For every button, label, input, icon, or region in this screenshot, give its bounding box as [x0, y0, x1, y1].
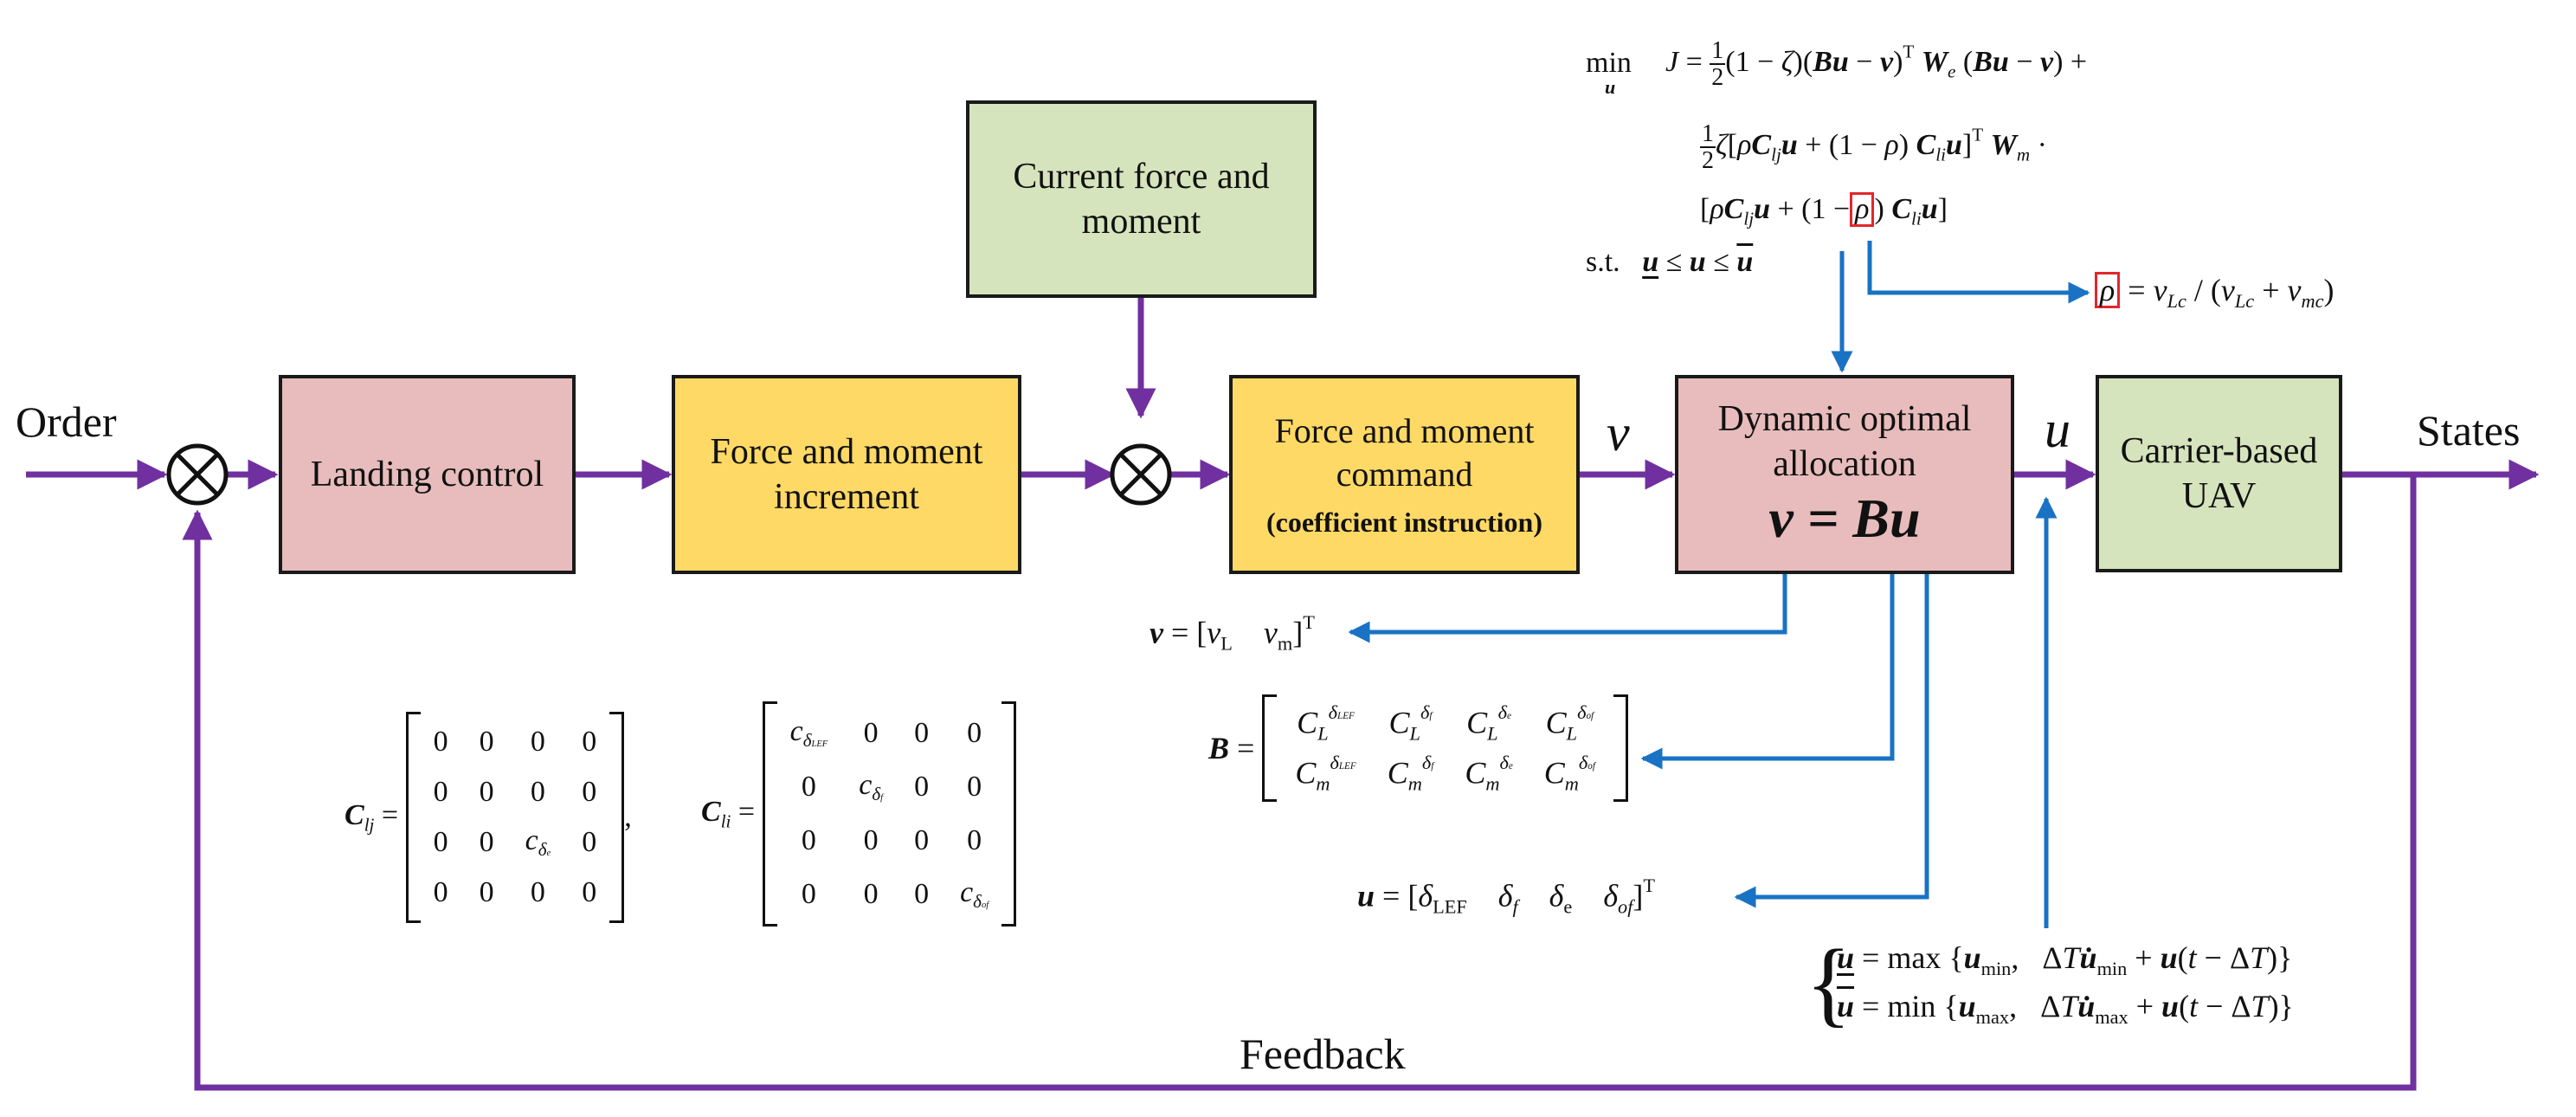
- uav-label-line2: UAV: [2181, 476, 2257, 516]
- v-signal-label: v: [1607, 404, 1630, 462]
- command-label-sub: (coefficient instruction): [1265, 507, 1542, 538]
- uav-label-line1: Carrier-based: [2120, 430, 2318, 471]
- v-definition-line: [1348, 571, 1787, 643]
- force-moment-command-block: Force and moment command (coefficient in…: [1229, 375, 1580, 574]
- states-label: States: [2417, 406, 2521, 455]
- command-label-line1: Force and moment: [1274, 411, 1535, 450]
- rho-definition-line: [1867, 241, 2090, 304]
- b-matrix-definition: B = CLδLEF CLδf CLδe CLδof CmδLEF Cmδf C…: [1208, 694, 1628, 802]
- order-label: Order: [16, 397, 117, 446]
- rho-highlight-box: ρ: [1850, 192, 1875, 227]
- u-definition-line: [1734, 558, 1929, 908]
- increment-label-line1: Force and moment: [710, 431, 983, 472]
- command-label-line2: command: [1336, 455, 1473, 494]
- carrier-based-uav-block: Carrier-based UAV: [2096, 375, 2342, 572]
- alloc-label-line2: allocation: [1773, 444, 1916, 484]
- increment-label-line2: increment: [774, 477, 919, 517]
- b-definition-line: [1640, 558, 1895, 770]
- annotation-lines: [1348, 241, 2090, 928]
- feedback-label: Feedback: [1240, 1030, 1406, 1078]
- force-moment-increment-block: Force and moment increment: [672, 375, 1021, 574]
- current-force-moment-block: Current force and moment: [966, 100, 1317, 298]
- u-vector-definition: u = [δLEF δf δe δof]T: [1357, 875, 1656, 918]
- rho-definition: ρ = vLc / (vLc + vmc): [2095, 272, 2334, 311]
- current-label-line1: Current force and: [1013, 156, 1270, 197]
- landing-control-block: Landing control: [279, 375, 576, 574]
- summing-junction-2: [1110, 443, 1172, 506]
- current-label-line2: moment: [1081, 202, 1201, 242]
- feedback-loop-line: [182, 475, 2417, 1091]
- alloc-equation: v = Bu: [1768, 487, 1921, 549]
- signal-flow-lines: [26, 298, 2540, 1091]
- u-signal-label: u: [2045, 401, 2070, 458]
- alloc-label-line1: Dynamic optimal: [1717, 398, 1972, 439]
- summing-junction-1: [166, 443, 229, 506]
- dynamic-optimal-allocation-block: Dynamic optimal allocation v = Bu: [1675, 375, 2014, 574]
- landing-control-label: Landing control: [310, 454, 544, 494]
- rho-definition-box: ρ: [2095, 272, 2121, 308]
- st-label: s.t.: [1586, 246, 1620, 278]
- v-vector-definition: v = [vL vm]T: [1150, 611, 1315, 655]
